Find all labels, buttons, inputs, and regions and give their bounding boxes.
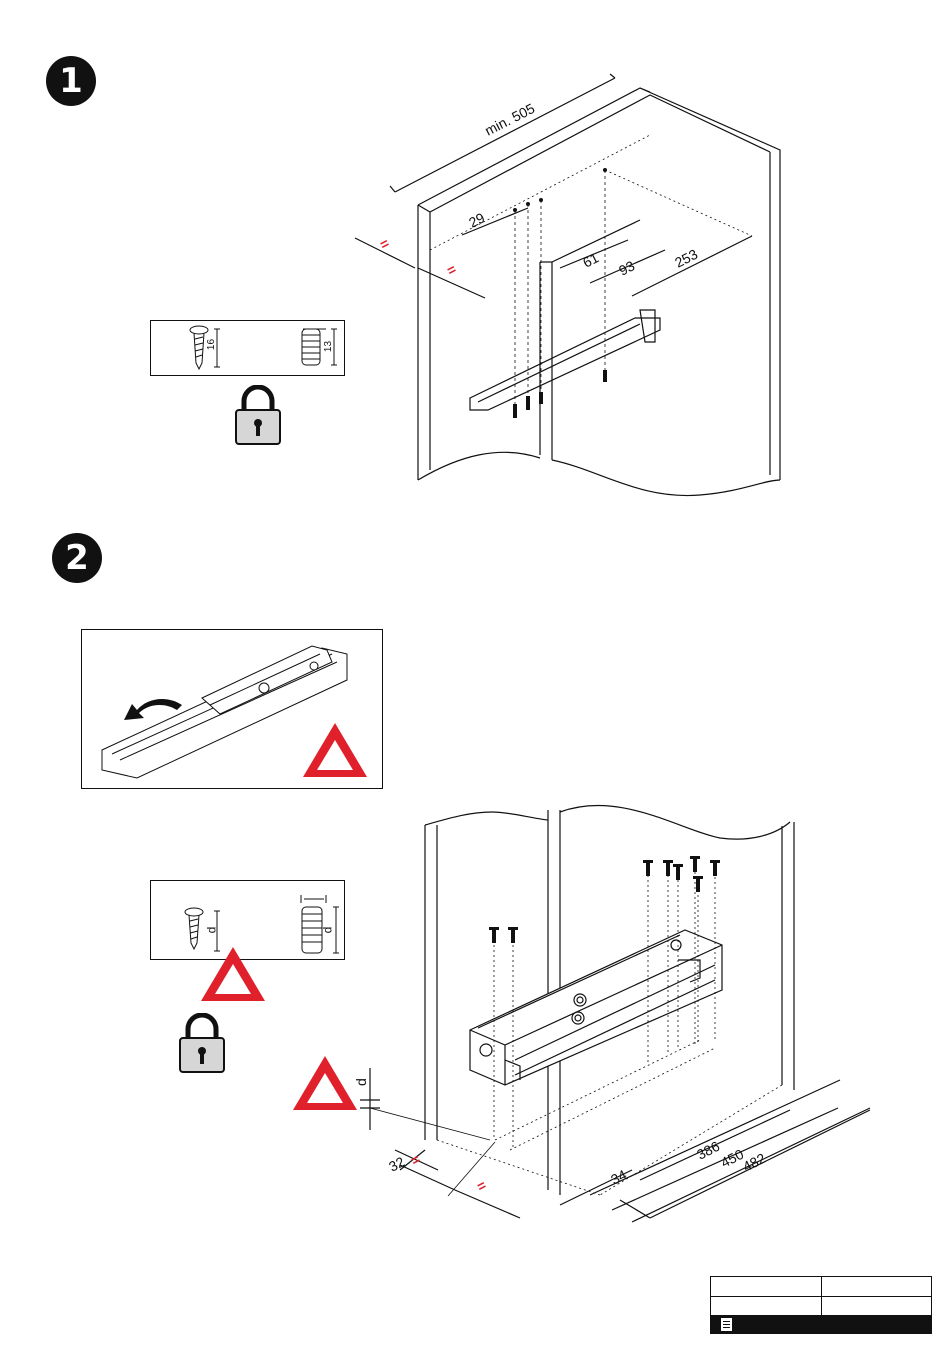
dim-min-505: min. 505	[482, 100, 537, 139]
dim-34: 34	[608, 1166, 629, 1187]
dowel-length-1: 13	[323, 341, 334, 352]
screw-box-1: 16 13	[150, 320, 345, 376]
document-icon	[721, 1318, 732, 1331]
screw-length-2: d	[204, 927, 218, 934]
warning-triangle-icon	[198, 944, 268, 1004]
dim-253: 253	[672, 246, 700, 271]
equal-mark-2b: =	[474, 1177, 489, 1195]
warning-triangle-icon	[290, 1053, 360, 1113]
step-1-badge: 1	[46, 56, 96, 106]
runner-detail-box	[81, 629, 383, 789]
step-2-number: 2	[65, 538, 89, 578]
step-1-number: 1	[59, 61, 83, 101]
dim-450: 450	[718, 1146, 746, 1171]
step-2-badge: 2	[52, 533, 102, 583]
equal-mark-1b: =	[444, 261, 459, 279]
warning-triangle-icon	[300, 720, 370, 780]
screw-length-1: 16	[206, 339, 217, 350]
padlock-icon	[233, 385, 283, 447]
dim-482: 482	[740, 1150, 768, 1175]
padlock-icon	[177, 1013, 227, 1075]
info-table	[710, 1276, 932, 1334]
table-divider-horizontal	[711, 1296, 931, 1297]
dim-61: 61	[580, 249, 601, 270]
dim-32: 32	[386, 1153, 407, 1174]
equal-mark-1a: =	[377, 235, 392, 253]
dim-29: 29	[466, 209, 487, 230]
dowel-length-2: d	[320, 927, 334, 934]
equal-mark-2a: =	[408, 1151, 423, 1169]
dim-93: 93	[616, 257, 637, 278]
table-footer-bar	[711, 1315, 931, 1334]
dim-386: 386	[694, 1138, 722, 1163]
